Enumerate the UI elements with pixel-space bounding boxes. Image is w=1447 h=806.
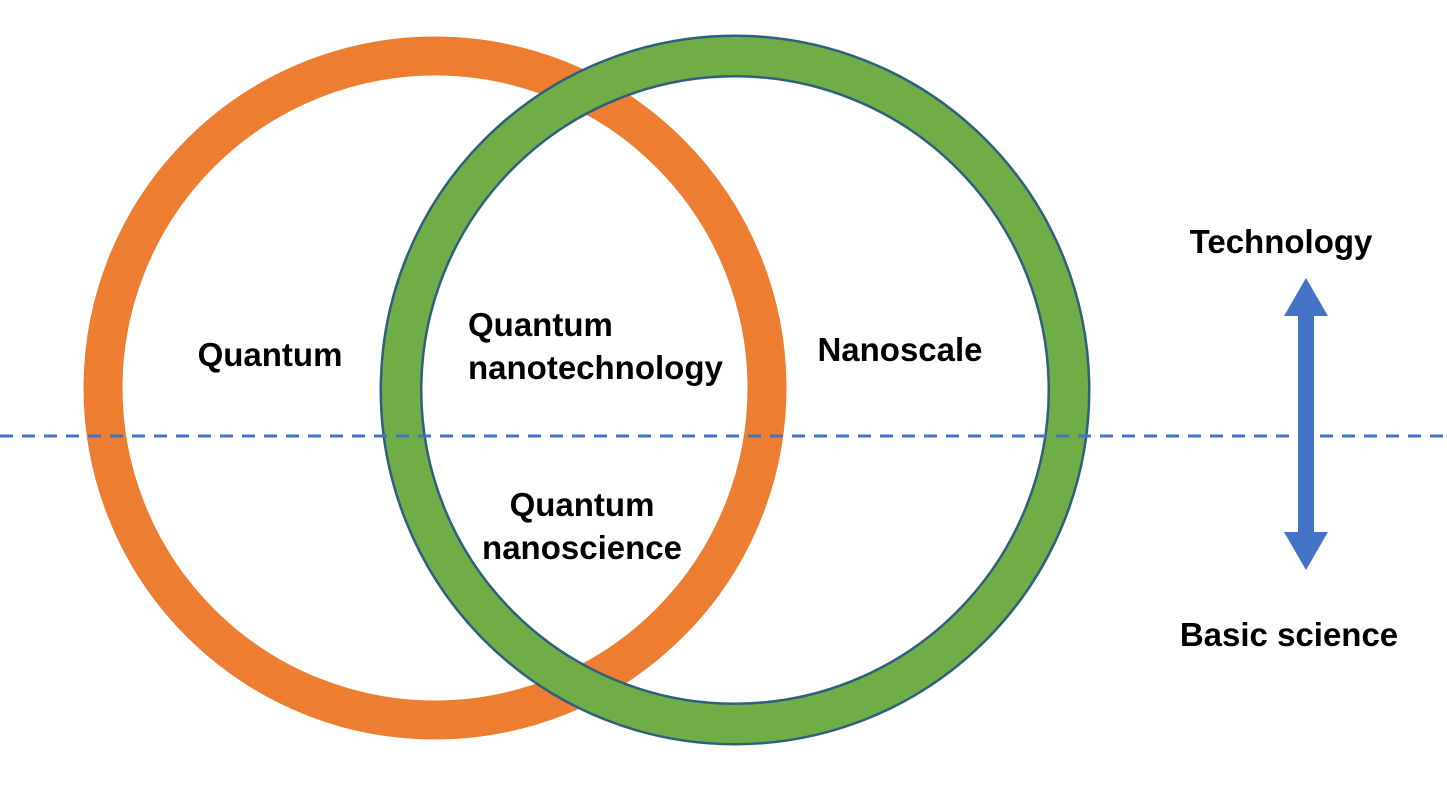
quantum-circle <box>83 36 787 740</box>
quantum-nanoscience-line1: Quantum <box>509 486 655 523</box>
technology-label: Technology <box>1189 223 1373 260</box>
quantum-nanotechnology-line1: Quantum <box>468 306 613 343</box>
quantum-nanoscience-label: Quantum nanoscience <box>482 483 682 569</box>
nanoscale-circle <box>382 37 1088 743</box>
basic-science-label: Basic science <box>1179 616 1399 653</box>
technology-science-arrow <box>1284 278 1328 570</box>
nanoscale-label: Nanoscale <box>817 331 983 368</box>
quantum-nanotechnology-label: Quantum nanotechnology <box>468 303 723 389</box>
quantum-nanoscience-line2: nanoscience <box>482 529 682 566</box>
quantum-label: Quantum <box>197 336 343 373</box>
quantum-nanotechnology-line2: nanotechnology <box>468 349 723 386</box>
